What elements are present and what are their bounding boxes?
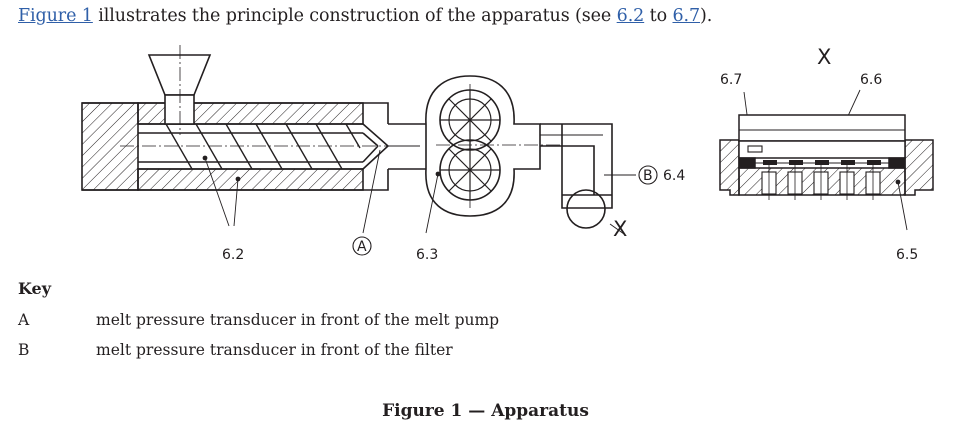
breaker-plate-holes [761,165,881,200]
intro-between: to [644,6,673,26]
key-text: melt pressure transducer in front of the… [96,341,453,359]
filter-screen-segments [763,160,881,165]
filter-housing [561,124,613,209]
label-6-6: 6.6 [860,72,882,88]
figure-caption: Figure 1 — Apparatus [382,401,589,421]
label-x-section: X [817,45,831,69]
barrel-lower-wall [137,168,364,191]
detail-x-circle [566,189,606,229]
key-text: melt pressure transducer in front of the… [96,311,500,329]
seal-right [888,157,906,169]
screw-flights [165,123,361,170]
section-6-7-link[interactable]: 6.7 [672,6,701,26]
label-b: B [643,168,653,184]
key-code: B [18,341,30,359]
screw-tip [362,123,390,170]
melt-pump-housing [425,75,541,217]
label-a: A [357,239,367,255]
filter-body-left [719,139,740,196]
hopper-throat [164,94,195,125]
label-6-3: 6.3 [416,247,438,263]
filter-upper-frame [738,114,906,142]
callout-b-circle [638,165,658,185]
filter-body-right [904,139,934,196]
intro-paragraph: Figure 1 illustrates the principle const… [18,6,712,26]
label-6-4: 6.4 [663,168,685,184]
label-6-5: 6.5 [896,247,918,263]
key-code: A [18,311,30,329]
barrel-end-block [81,102,139,191]
label-6-2: 6.2 [222,247,244,263]
intro-suffix: ). [700,6,713,26]
key-heading: Key [18,279,52,298]
section-6-2-link[interactable]: 6.2 [616,6,645,26]
figure-1-link[interactable]: Figure 1 [18,6,93,26]
intro-prefix: illustrates the principle construction o… [92,6,617,26]
outlet-pipe-outer [540,123,613,195]
barrel-outline-lower [82,169,389,191]
feed-hopper [147,54,212,96]
label-x-detail: X [613,217,627,241]
callout-a-circle [352,236,372,256]
seal-left [738,157,756,169]
label-6-7: 6.7 [720,72,742,88]
outlet-pipe-inner [540,145,595,195]
